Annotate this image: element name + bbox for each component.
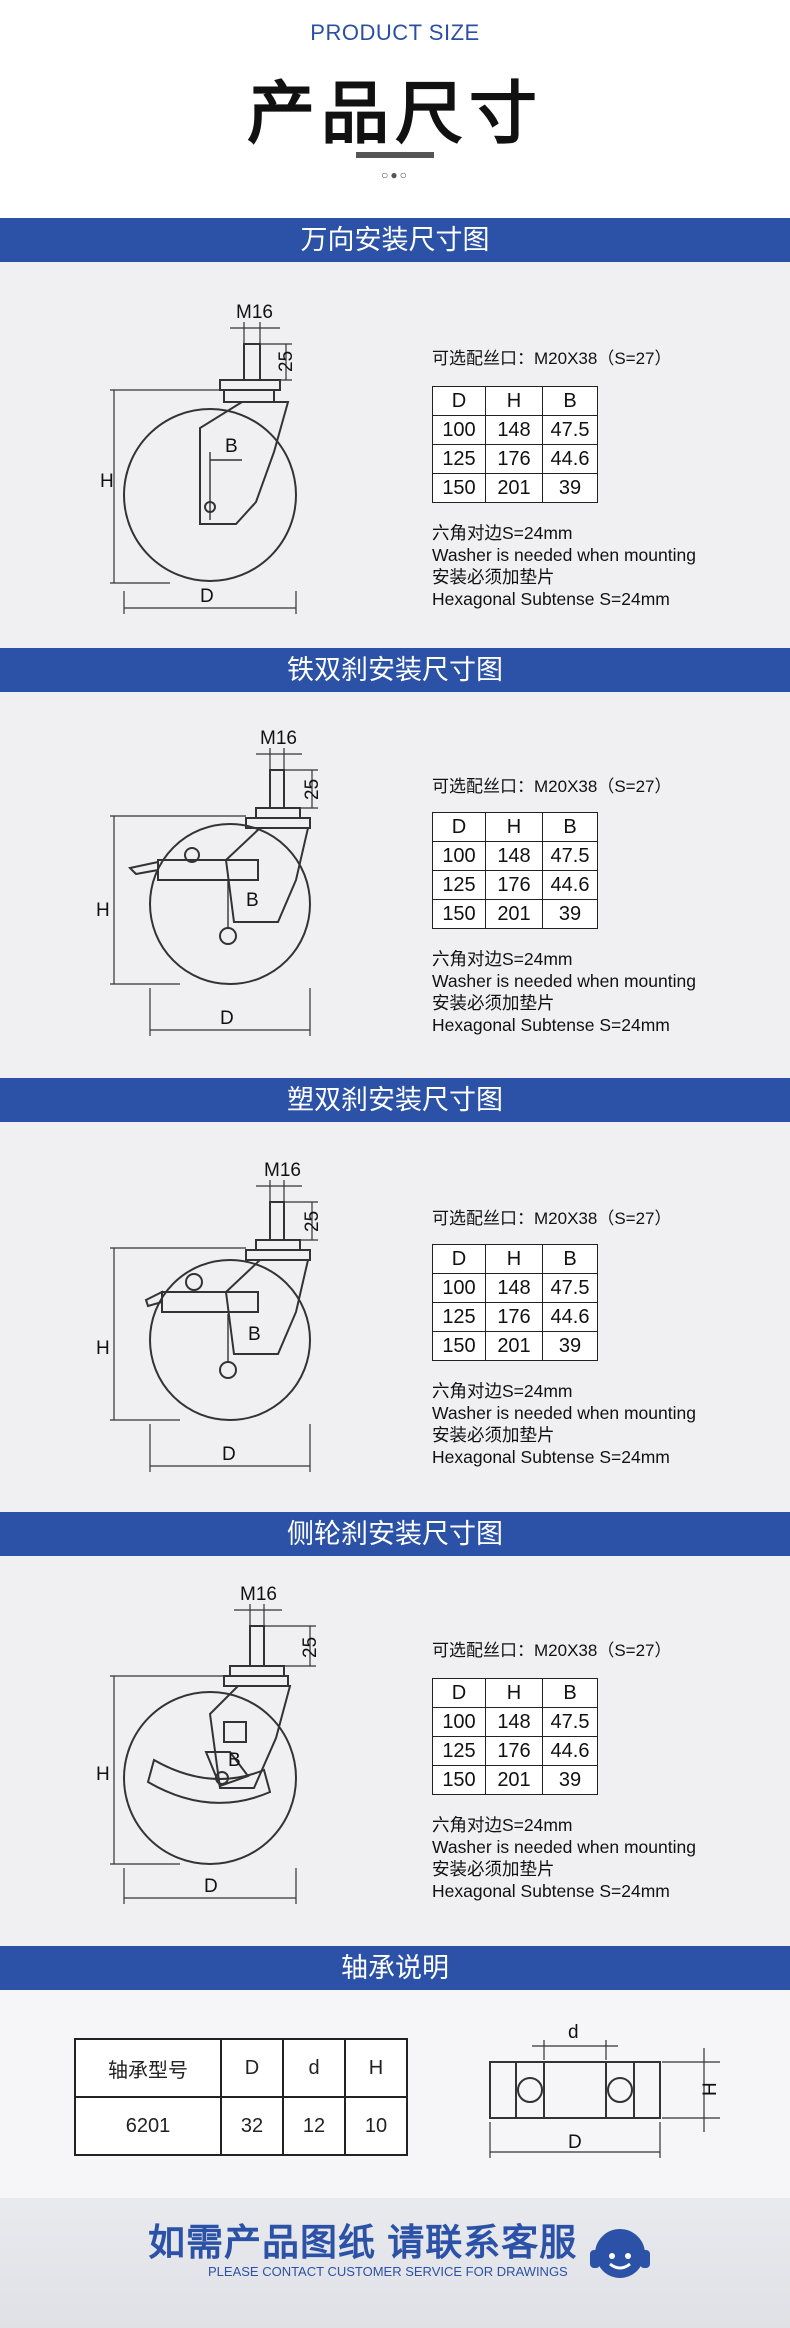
header-zh-title: 产品尺寸 xyxy=(246,76,543,152)
section-title-plastic-double-brake: 塑双刹安装尺寸图 xyxy=(0,1078,790,1122)
optional-thread-text: 可选配丝口：M20X38（S=27） xyxy=(432,349,672,368)
page-header: PRODUCT SIZE 产品尺寸 ○●○ xyxy=(0,0,790,218)
optional-thread-text: 可选配丝口：M20X38（S=27） xyxy=(432,1209,672,1228)
bearing-diagram: d H D xyxy=(489,2022,721,2158)
footer-subtitle: PLEASE CONTACT CUSTOMER SERVICE FOR DRAW… xyxy=(208,2264,568,2279)
optional-thread-text: 可选配丝口：M20X38（S=27） xyxy=(432,777,672,796)
swivel-caster-drawing: M16 25 H B D xyxy=(100,302,297,614)
label-b: B xyxy=(228,1750,241,1771)
label-b: B xyxy=(225,436,238,457)
header-divider xyxy=(356,152,434,158)
side-brake-caster-drawing: M16 25 H B D xyxy=(96,1584,321,1904)
label-d: D xyxy=(204,1876,218,1897)
label-m16: M16 xyxy=(240,1584,277,1605)
optional-thread-text: 可选配丝口：M20X38（S=27） xyxy=(432,1641,672,1660)
plastic-brake-caster-drawing: M16 25 H B D xyxy=(96,1160,323,1472)
label-stem: 25 xyxy=(302,779,323,800)
bearing-label-d-big: D xyxy=(568,2132,582,2153)
label-stem: 25 xyxy=(300,1637,321,1658)
label-h: H xyxy=(96,1338,110,1359)
footer-title: 如需产品图纸 请联系客服 xyxy=(148,2222,578,2263)
section-title-bearing: 轴承说明 xyxy=(0,1946,790,1990)
label-stem: 25 xyxy=(276,351,297,372)
label-b: B xyxy=(246,890,259,911)
section-title-iron-double-brake: 铁双刹安装尺寸图 xyxy=(0,648,790,692)
bearing-table: 轴承型号 D d H 6201 32 12 10 xyxy=(74,2038,408,2156)
headset-icon[interactable] xyxy=(580,2218,660,2288)
label-d: D xyxy=(222,1444,236,1465)
header-dots: ○●○ xyxy=(381,168,409,182)
label-stem: 25 xyxy=(302,1211,323,1232)
label-d: D xyxy=(200,586,214,607)
section-title-swivel: 万向安装尺寸图 xyxy=(0,218,790,262)
label-m16: M16 xyxy=(264,1160,301,1181)
iron-brake-caster-drawing: M16 25 H B D xyxy=(96,728,323,1036)
label-b: B xyxy=(248,1324,261,1345)
contact-footer: 如需产品图纸 请联系客服 PLEASE CONTACT CUSTOMER SER… xyxy=(0,2198,790,2328)
bearing-label-h: H xyxy=(700,2082,721,2096)
label-h: H xyxy=(100,471,114,492)
section-title-side-brake: 侧轮刹安装尺寸图 xyxy=(0,1512,790,1556)
label-m16: M16 xyxy=(260,728,297,749)
label-h: H xyxy=(96,900,110,921)
label-h: H xyxy=(96,1764,110,1785)
label-d: D xyxy=(220,1008,234,1029)
header-en-title: PRODUCT SIZE xyxy=(310,20,480,45)
bearing-label-d-small: d xyxy=(568,2022,579,2043)
label-m16: M16 xyxy=(236,302,273,323)
